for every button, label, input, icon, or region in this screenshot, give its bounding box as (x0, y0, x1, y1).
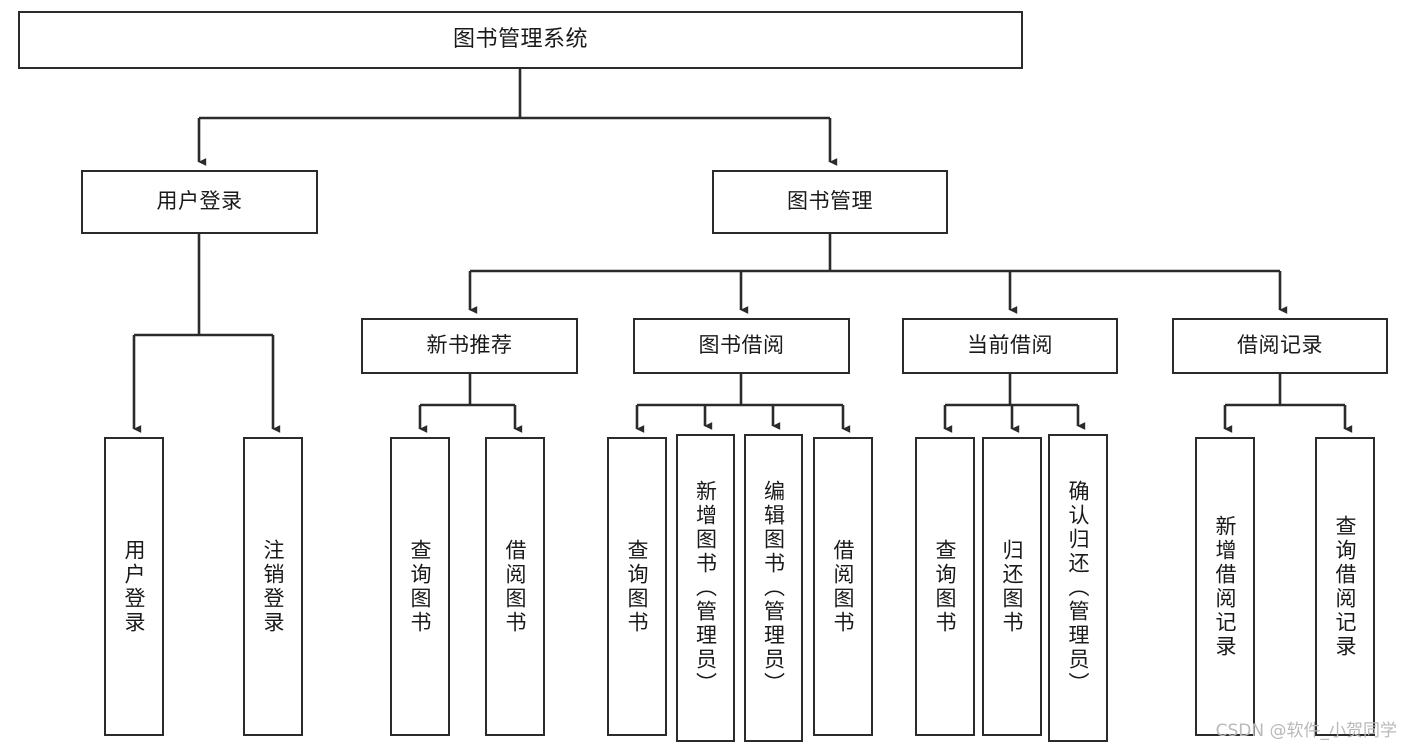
node-borrow-records-label: 借阅记录 (1237, 333, 1323, 358)
node-book-management[interactable]: 图书管理 (712, 170, 948, 234)
leaf-query-book-recommend-label: 查询图书 (408, 538, 433, 635)
node-user-login[interactable]: 用户登录 (81, 170, 318, 234)
watermark: CSDN @软件_小贺同学 (1215, 721, 1397, 741)
node-borrow-records[interactable]: 借阅记录 (1172, 318, 1388, 374)
leaf-query-book-recommend[interactable]: 查询图书 (390, 437, 450, 736)
leaf-user-login-label: 用户登录 (122, 538, 147, 635)
leaf-query-book-borrow[interactable]: 查询图书 (607, 437, 667, 736)
leaf-borrow-book[interactable]: 借阅图书 (813, 437, 873, 736)
leaf-return-book[interactable]: 归还图书 (982, 437, 1042, 736)
node-root-label: 图书管理系统 (452, 26, 588, 52)
node-new-book-recommend-label: 新书推荐 (426, 333, 513, 358)
leaf-confirm-return-admin-label: 确认归还（管理员） (1066, 480, 1091, 696)
leaf-borrow-book-recommend[interactable]: 借阅图书 (485, 437, 545, 736)
leaf-edit-book-admin[interactable]: 编辑图书（管理员） (744, 434, 803, 742)
leaf-borrow-book-label: 借阅图书 (831, 538, 856, 635)
leaf-query-book-current-label: 查询图书 (933, 538, 958, 635)
leaf-query-borrow-record[interactable]: 查询借阅记录 (1315, 437, 1375, 736)
node-root[interactable]: 图书管理系统 (18, 11, 1023, 69)
node-current-borrow-label: 当前借阅 (967, 333, 1053, 358)
leaf-user-login[interactable]: 用户登录 (104, 437, 164, 736)
leaf-add-book-admin[interactable]: 新增图书（管理员） (676, 434, 735, 742)
node-user-login-label: 用户登录 (156, 189, 243, 214)
node-new-book-recommend[interactable]: 新书推荐 (361, 318, 578, 374)
leaf-confirm-return-admin[interactable]: 确认归还（管理员） (1048, 434, 1108, 742)
node-book-management-label: 图书管理 (787, 189, 873, 214)
leaf-return-book-label: 归还图书 (1000, 538, 1025, 635)
leaf-borrow-book-recommend-label: 借阅图书 (503, 538, 528, 635)
node-book-borrow[interactable]: 图书借阅 (633, 318, 850, 374)
leaf-add-book-admin-label: 新增图书（管理员） (693, 480, 718, 696)
leaf-edit-book-admin-label: 编辑图书（管理员） (761, 480, 786, 696)
leaf-user-logout-label: 注销登录 (261, 538, 286, 635)
leaf-query-book-borrow-label: 查询图书 (625, 538, 650, 635)
leaf-query-borrow-record-label: 查询借阅记录 (1333, 514, 1358, 659)
node-book-borrow-label: 图书借阅 (698, 333, 785, 358)
leaf-add-borrow-record[interactable]: 新增借阅记录 (1195, 437, 1255, 736)
leaf-add-borrow-record-label: 新增借阅记录 (1213, 514, 1238, 659)
node-current-borrow[interactable]: 当前借阅 (902, 318, 1118, 374)
leaf-query-book-current[interactable]: 查询图书 (915, 437, 975, 736)
leaf-user-logout[interactable]: 注销登录 (243, 437, 303, 736)
